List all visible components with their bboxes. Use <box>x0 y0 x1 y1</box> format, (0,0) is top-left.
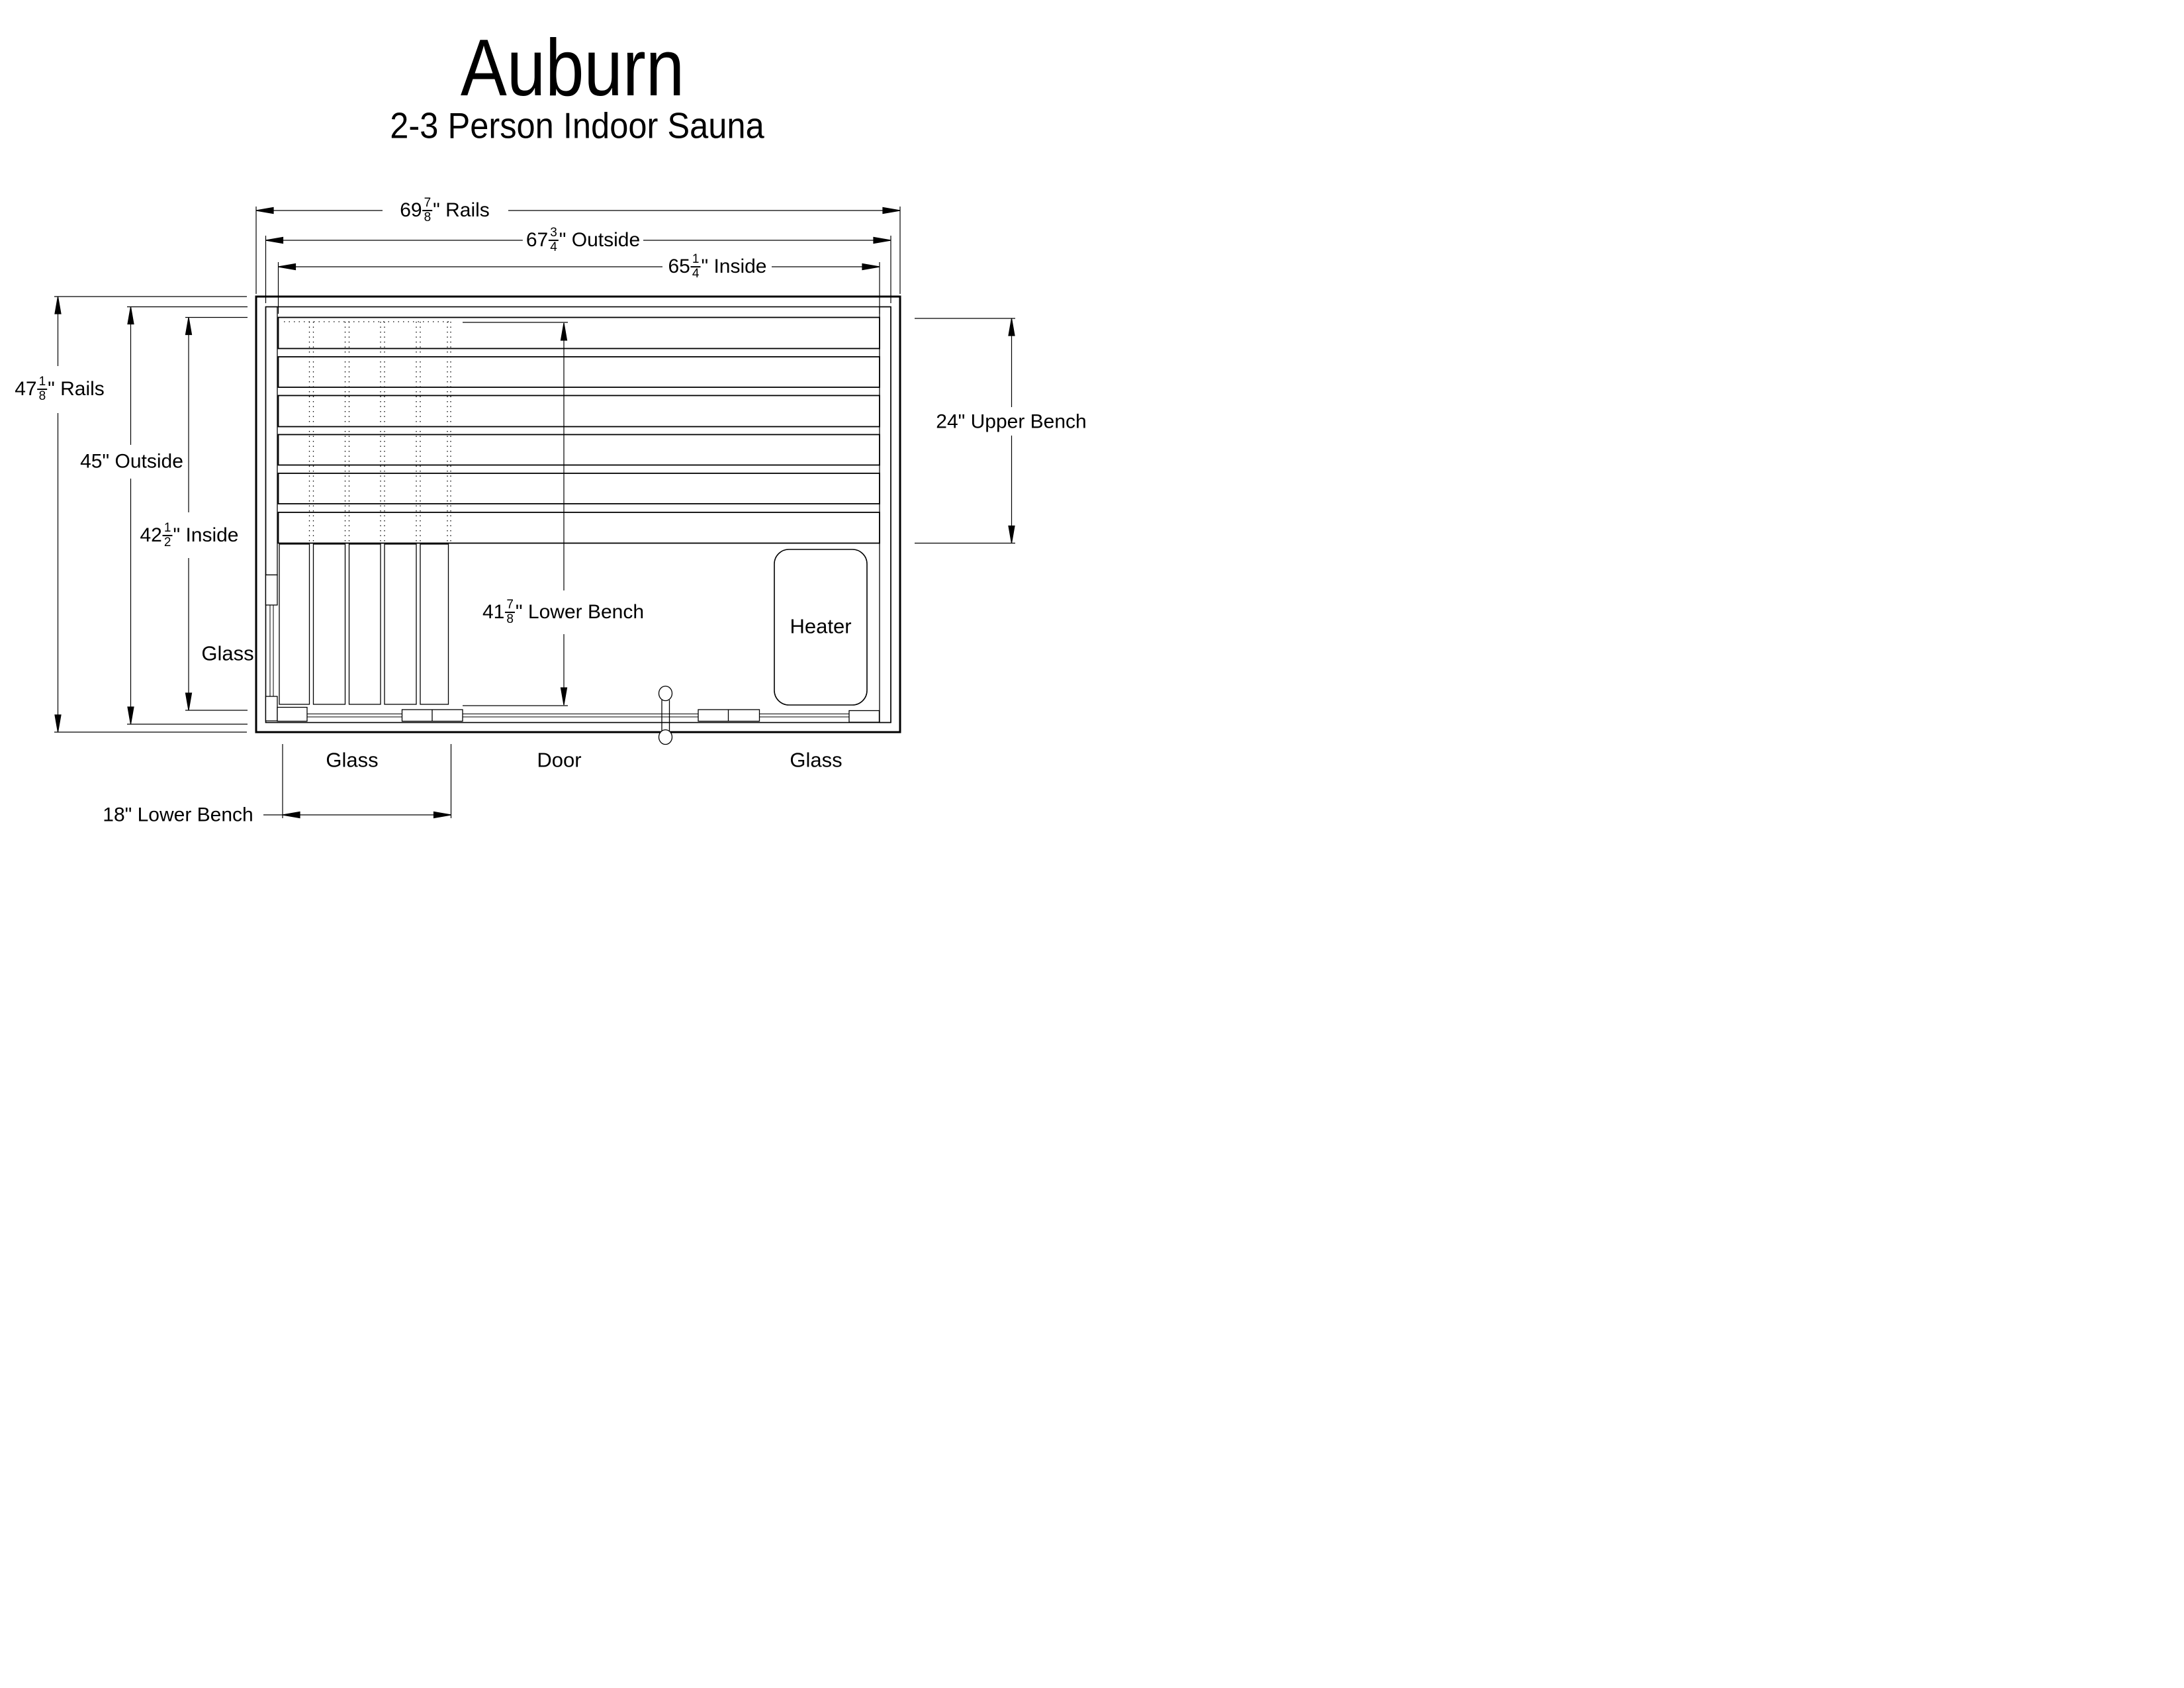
glass-bottom-left-label: Glass <box>326 748 379 772</box>
dim-label-lower-bench-width: 18" Lower Bench <box>99 804 257 826</box>
lower-bench-board <box>384 543 417 705</box>
front-wall-glass-and-door <box>307 714 849 718</box>
dim-suffix: " Lower Bench <box>515 601 645 624</box>
arrowhead-up <box>1008 318 1015 336</box>
lower-bench-boards <box>279 543 449 705</box>
page-title: Auburn <box>460 23 685 113</box>
upper-bench-slat <box>277 356 880 388</box>
door-handle <box>658 685 673 745</box>
dim-whole: 24 <box>936 410 958 433</box>
arrowhead-right <box>873 236 891 244</box>
door-jamb-block-right <box>698 709 760 722</box>
left-wall-glass-panel <box>265 306 278 722</box>
arrowhead-down <box>560 687 568 706</box>
arrowhead-left <box>282 811 300 819</box>
upper-bench-slat <box>277 434 880 466</box>
dim-suffix: " Outside <box>102 450 183 473</box>
dim-suffix: " Rails <box>48 378 105 400</box>
arrowhead-left <box>278 263 296 271</box>
outer-wall-rect <box>255 295 901 733</box>
glass-bottom-right-label: Glass <box>790 748 842 772</box>
arrowhead-up <box>185 317 193 336</box>
dim-suffix: " Lower Bench <box>124 804 253 826</box>
dim-whole: 69 <box>400 199 422 222</box>
dim-suffix: " Outside <box>559 229 641 252</box>
dim-label-outside-height: 45" Outside <box>77 450 187 473</box>
dim-whole: 67 <box>525 229 549 252</box>
left-wall-lining <box>265 306 278 576</box>
dim-whole: 47 <box>15 378 37 400</box>
arrowhead-down <box>127 706 134 725</box>
door-handle-knob-inner <box>658 685 673 702</box>
arrowhead-up <box>54 296 62 314</box>
dim-whole: 65 <box>668 256 690 278</box>
left-glass-frame-top-block <box>265 574 278 606</box>
arrowhead-left <box>255 207 274 214</box>
dim-suffix: " Inside <box>173 524 239 547</box>
arrowhead-left <box>265 236 284 244</box>
arrowhead-up <box>127 306 134 325</box>
glass-and-door-frame-blocks <box>277 706 880 723</box>
door-label: Door <box>537 748 582 772</box>
right-wall-lining <box>879 306 891 724</box>
dim-suffix: " Rails <box>433 199 490 222</box>
heater-label: Heater <box>790 614 852 638</box>
arrowhead-down <box>1008 525 1015 543</box>
upper-bench-slat <box>277 316 880 350</box>
floor-plan-drawing <box>54 207 1015 819</box>
upper-bench-slats <box>277 316 880 544</box>
left-glass-frame-bottom-block <box>265 696 278 722</box>
arrowhead-right <box>862 263 880 271</box>
glass-left-label: Glass <box>201 641 254 665</box>
arrowhead-up <box>560 322 568 341</box>
dim-whole: 41 <box>482 601 505 624</box>
hidden-lower-bench-dotted-lines <box>284 321 451 543</box>
dim-whole: 45 <box>80 450 103 473</box>
front-frame-corner-block-left <box>277 706 308 722</box>
dimension-lines <box>54 207 1015 819</box>
arrowhead-right <box>882 207 901 214</box>
arrowhead-right <box>433 811 451 819</box>
dim-suffix: " Upper Bench <box>958 410 1087 433</box>
upper-bench-slat <box>277 473 880 504</box>
upper-bench-slat <box>277 512 880 544</box>
heater-outline <box>774 549 868 706</box>
page-subtitle: 2-3 Person Indoor Sauna <box>390 105 764 146</box>
lower-bench-board <box>312 543 346 705</box>
arrowhead-down <box>185 692 193 711</box>
upper-bench-slat <box>277 395 880 428</box>
dim-label-upper-bench: 24" Upper Bench <box>933 410 1090 433</box>
dim-whole: 42 <box>140 524 162 547</box>
dim-suffix: " Inside <box>701 256 767 278</box>
arrowhead-down <box>54 714 62 733</box>
lower-bench-board <box>348 543 381 705</box>
inner-wall-rect <box>265 306 891 724</box>
lower-bench-board <box>420 543 449 705</box>
door-handle-knob-outer <box>658 729 673 745</box>
front-frame-corner-block-right <box>848 710 880 723</box>
dim-whole: 18 <box>103 804 125 826</box>
lower-bench-board <box>279 543 310 705</box>
sauna-walls <box>255 295 901 733</box>
